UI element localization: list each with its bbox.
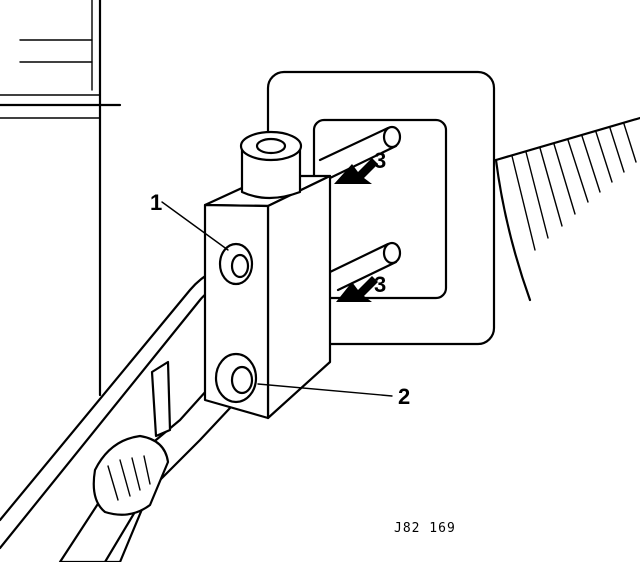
hatched-component — [494, 116, 640, 302]
leader-line-2 — [257, 383, 393, 397]
callout-1-label: 1 — [150, 190, 162, 215]
leader-line-1 — [161, 201, 229, 251]
callout-3-lower-label: 3 — [374, 272, 386, 297]
callout-3-upper-label: 3 — [374, 148, 386, 173]
lower-stud — [328, 241, 402, 292]
upper-stud — [318, 125, 402, 180]
reference-code: J82 169 — [394, 521, 456, 536]
arrow-icon — [336, 276, 378, 302]
arrow-icon — [334, 158, 378, 184]
support-bracket — [150, 360, 172, 438]
port-1-nut — [218, 242, 254, 286]
top-union — [239, 130, 303, 200]
callout-2-label: 2 — [398, 384, 410, 409]
port-2-nut — [214, 352, 258, 404]
hose-coupling — [92, 434, 170, 516]
bulkhead-panel — [0, 0, 122, 397]
